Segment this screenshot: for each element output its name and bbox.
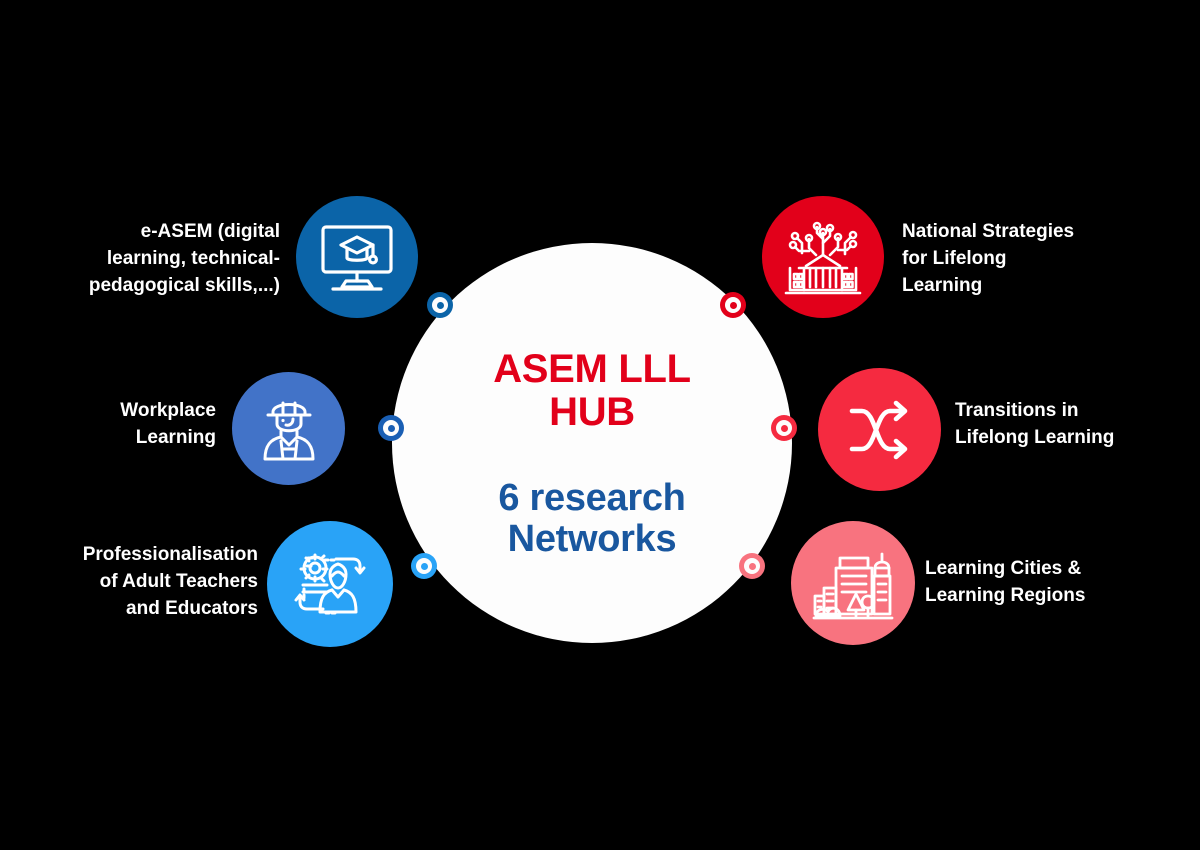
node-icon-e-asem[interactable] [296,196,418,318]
node-icon-learning-cities[interactable] [791,521,915,645]
label-line: Transitions in [955,400,1079,421]
cityscape-icon [812,544,894,622]
government-building-circuit-icon [783,219,863,295]
node-label-learning-cities: Learning Cities & Learning Regions [925,556,1185,610]
label-line: for Lifelong [902,247,1007,269]
hub-title-line-1: ASEM LLL [493,346,691,391]
gear-person-cycle-icon [290,544,370,624]
hub-subtitle-line-2: Networks [507,518,677,561]
node-label-national-strategies: National Strategies for Lifelong Learnin… [902,219,1182,300]
node-icon-national-strategies[interactable] [762,196,884,318]
connector-dot-professionalisation [411,553,437,579]
label-line: learning, technical- [106,247,280,269]
label-line: Learning [135,426,216,448]
label-line: Workplace [120,400,216,421]
worker-hardhat-icon [253,393,325,465]
connector-dot-workplace-learning [378,415,404,441]
connector-dot-transitions [771,415,797,441]
label-line: and Educators [126,597,258,619]
label-line: pedagogical skills,...) [88,274,280,296]
hub-subtitle: 6 research Networks [498,478,685,560]
hub-title-line-2: HUB [549,389,635,434]
label-line: Professionalisation [82,544,258,565]
node-icon-transitions[interactable] [818,368,941,491]
node-label-e-asem: e-ASEM (digital learning, technical- ped… [20,219,280,300]
hub-subtitle-line-1: 6 research [498,477,686,520]
connector-dot-national-strategies [720,292,746,318]
monitor-graduation-cap-icon [319,221,395,293]
label-line: e-ASEM (digital [140,221,280,242]
node-label-professionalisation: Professionalisation of Adult Teachers an… [10,542,258,623]
hub-title: ASEM LLL HUB [493,346,691,434]
label-line: Learning [902,274,983,296]
connector-dot-e-asem [427,292,453,318]
label-line: of Adult Teachers [99,570,258,592]
node-label-transitions: Transitions in Lifelong Learning [955,398,1200,452]
node-icon-workplace-learning[interactable] [232,372,345,485]
shuffle-arrows-icon [844,397,916,463]
node-label-workplace-learning: Workplace Learning [20,398,216,452]
label-line: Learning Regions [925,584,1086,606]
label-line: Lifelong Learning [955,426,1115,448]
node-icon-professionalisation[interactable] [267,521,393,647]
connector-dot-learning-cities [739,553,765,579]
label-line: Learning Cities & [925,558,1082,579]
label-line: National Strategies [902,221,1075,242]
